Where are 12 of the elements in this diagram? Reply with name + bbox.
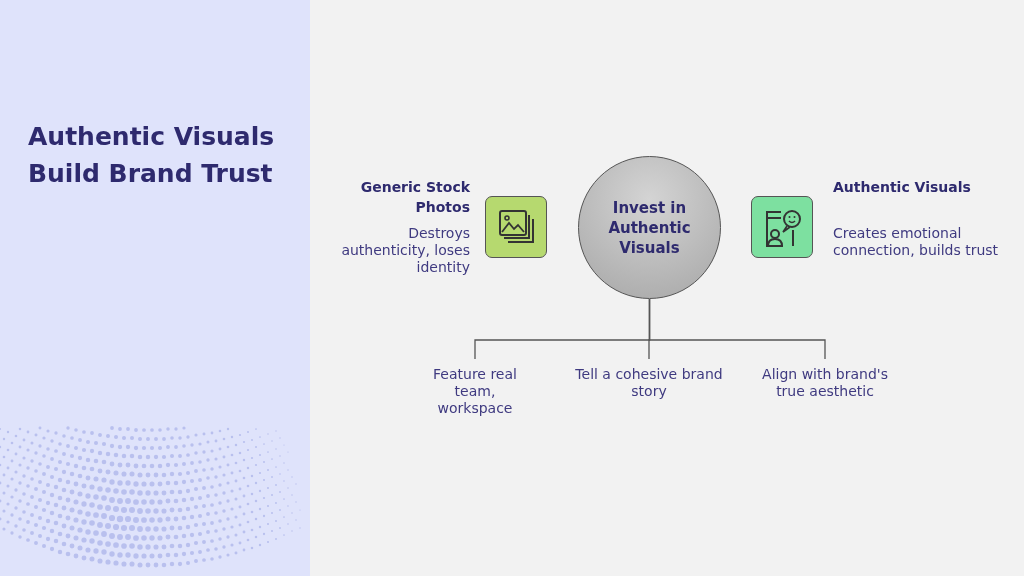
branch-text: Feature real team, workspace bbox=[420, 366, 530, 417]
circle-label: Invest in Authentic Visuals bbox=[607, 197, 692, 258]
icon-tile bbox=[485, 196, 547, 258]
branch-text: Align with brand's true aesthetic bbox=[760, 366, 890, 400]
branch-text: Tell a cohesive brand story bbox=[574, 366, 724, 400]
connector-line bbox=[648, 298, 826, 360]
icon-tile bbox=[751, 196, 813, 258]
node-heading: Authentic Visuals bbox=[833, 178, 972, 197]
node-heading: Generic Stock Photos bbox=[359, 178, 470, 217]
title: Authentic Visuals Build Brand Trust bbox=[28, 121, 276, 190]
node-description: Creates emotional connection, builds trust bbox=[833, 225, 1000, 259]
node-description: Destroys authenticity, loses identity bbox=[340, 225, 470, 276]
